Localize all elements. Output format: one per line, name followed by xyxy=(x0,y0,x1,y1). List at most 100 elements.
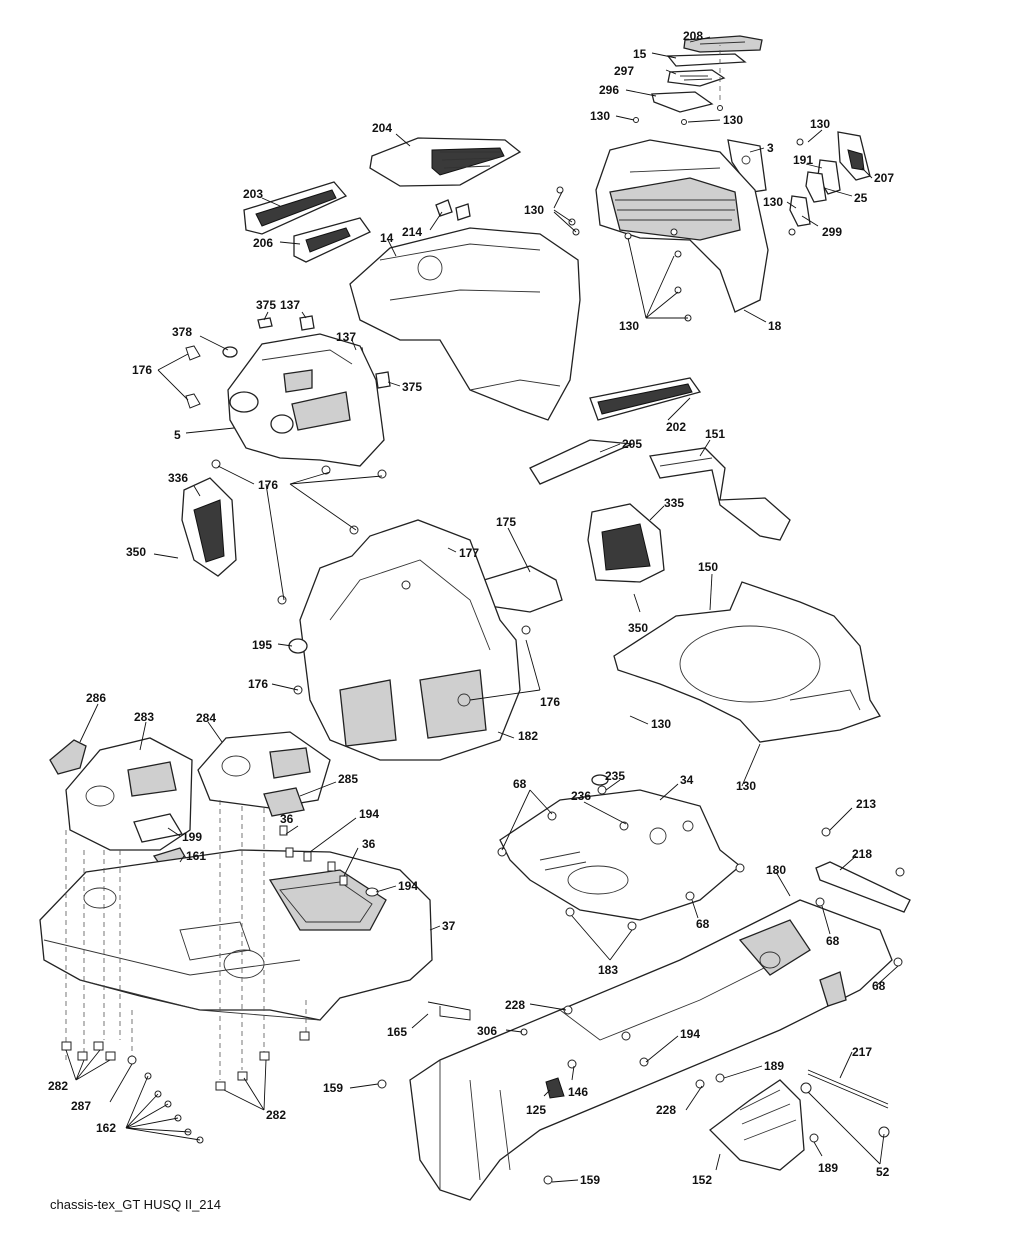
part-285 xyxy=(263,787,305,817)
part-299 xyxy=(789,195,811,227)
callout-204: 204 xyxy=(372,121,392,135)
callout-137: 137 xyxy=(336,330,356,344)
callout-176: 176 xyxy=(248,677,268,691)
part-3 xyxy=(727,139,767,193)
callout-297: 297 xyxy=(614,64,634,78)
hardware-fender-top xyxy=(279,825,379,897)
part-25 xyxy=(805,171,827,203)
callout-159: 159 xyxy=(323,1081,343,1095)
hardware-bolts-68 xyxy=(497,785,745,931)
callout-130: 130 xyxy=(763,195,783,209)
part-182-console xyxy=(288,519,521,761)
part-284 xyxy=(197,731,331,809)
callout-208: 208 xyxy=(683,29,703,43)
part-218-bracket xyxy=(815,827,911,967)
callout-125: 125 xyxy=(526,1103,546,1117)
hardware-screws-front xyxy=(556,138,804,322)
callout-130: 130 xyxy=(590,109,610,123)
callout-296: 296 xyxy=(599,83,619,97)
callout-36: 36 xyxy=(362,837,376,851)
part-125 xyxy=(545,1077,565,1099)
callout-194: 194 xyxy=(680,1027,700,1041)
callout-68: 68 xyxy=(696,917,710,931)
part-180-frame xyxy=(409,899,893,1201)
callout-183: 183 xyxy=(598,963,618,977)
callout-36: 36 xyxy=(280,812,294,826)
fender-dashed-guides xyxy=(65,800,307,1080)
callout-236: 236 xyxy=(571,789,591,803)
callout-176: 176 xyxy=(258,478,278,492)
part-297 xyxy=(667,69,726,87)
callout-130: 130 xyxy=(619,319,639,333)
part-204-hood-top xyxy=(369,137,522,187)
part-335 xyxy=(587,503,665,583)
callout-335: 335 xyxy=(664,496,684,510)
callout-5: 5 xyxy=(174,428,181,442)
part-336 xyxy=(181,477,237,577)
callout-378: 378 xyxy=(172,325,192,339)
callout-165: 165 xyxy=(387,1025,407,1039)
callout-282: 282 xyxy=(48,1079,68,1093)
callout-34: 34 xyxy=(680,773,694,787)
callout-151: 151 xyxy=(705,427,725,441)
callout-235: 235 xyxy=(605,769,625,783)
callout-350: 350 xyxy=(628,621,648,635)
part-217-rod xyxy=(800,1069,890,1138)
hardware-bolts-162 xyxy=(127,1010,204,1144)
callout-214: 214 xyxy=(402,225,422,239)
part-151-bracket xyxy=(649,447,791,541)
callout-180: 180 xyxy=(766,863,786,877)
hardware-clips-282 xyxy=(61,1031,310,1091)
callout-189: 189 xyxy=(764,1059,784,1073)
callout-336: 336 xyxy=(168,471,188,485)
callout-25: 25 xyxy=(854,191,868,205)
part-14-hood xyxy=(349,227,581,421)
part-152-footrest xyxy=(709,1079,819,1171)
part-175 xyxy=(483,565,563,613)
callout-labels: 208 15 297 296 130 130 204 3 130 191 207… xyxy=(48,29,894,1187)
callout-130: 130 xyxy=(524,203,544,217)
part-199 xyxy=(133,813,184,843)
part-15 xyxy=(666,53,747,67)
callout-130: 130 xyxy=(810,117,830,131)
callout-15: 15 xyxy=(633,47,647,61)
callout-375: 375 xyxy=(256,298,276,312)
callout-130: 130 xyxy=(736,779,756,793)
callout-18: 18 xyxy=(768,319,782,333)
callout-68: 68 xyxy=(826,934,840,948)
part-150-floor-pan xyxy=(613,581,881,743)
callout-206: 206 xyxy=(253,236,273,250)
part-18-front-housing xyxy=(595,139,769,313)
part-206 xyxy=(293,217,371,263)
callout-286: 286 xyxy=(86,691,106,705)
callout-176: 176 xyxy=(132,363,152,377)
callout-203: 203 xyxy=(243,187,263,201)
part-165 xyxy=(427,1001,471,1021)
leader-lines xyxy=(65,36,899,1183)
callout-68: 68 xyxy=(513,777,527,791)
callout-283: 283 xyxy=(134,710,154,724)
callout-284: 284 xyxy=(196,711,216,725)
callout-213: 213 xyxy=(856,797,876,811)
callout-137: 137 xyxy=(280,298,300,312)
callout-14: 14 xyxy=(380,231,394,245)
callout-37: 37 xyxy=(442,919,456,933)
callout-282: 282 xyxy=(266,1108,286,1122)
callout-162: 162 xyxy=(96,1121,116,1135)
part-37-fender xyxy=(39,849,433,1021)
part-214 xyxy=(435,199,471,221)
callout-350: 350 xyxy=(126,545,146,559)
callout-199: 199 xyxy=(182,830,202,844)
callout-3: 3 xyxy=(767,141,774,155)
callout-306: 306 xyxy=(477,1024,497,1038)
callout-194: 194 xyxy=(398,879,418,893)
callout-217: 217 xyxy=(852,1045,872,1059)
diagram-caption: chassis-tex_GT HUSQ II_214 xyxy=(50,1197,221,1212)
callout-195: 195 xyxy=(252,638,272,652)
callout-285: 285 xyxy=(338,772,358,786)
callout-182: 182 xyxy=(518,729,538,743)
part-207 xyxy=(837,131,871,181)
callout-130: 130 xyxy=(723,113,743,127)
callout-299: 299 xyxy=(822,225,842,239)
